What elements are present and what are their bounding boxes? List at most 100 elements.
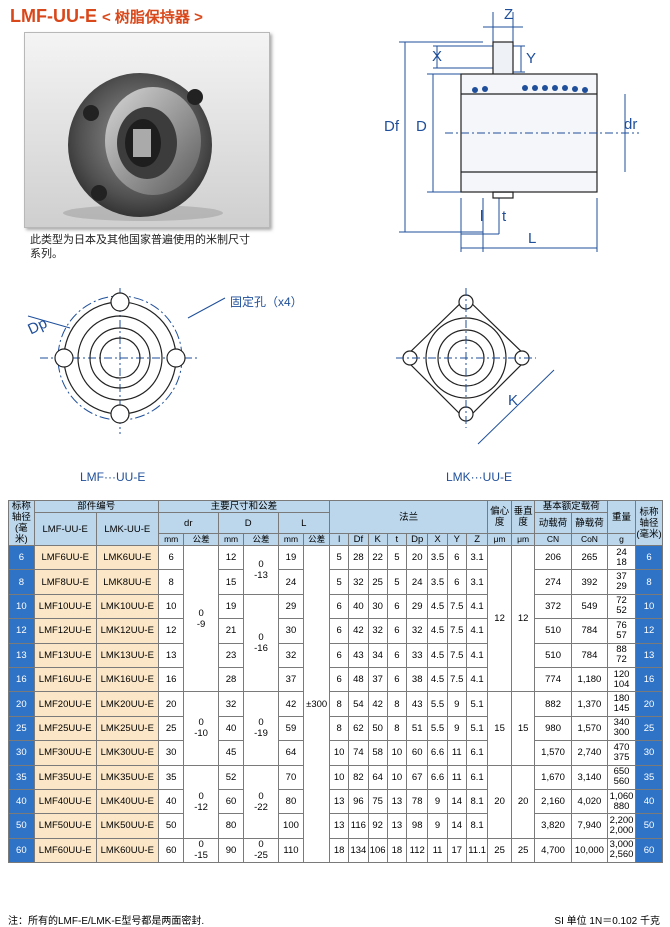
flange-l: 13 xyxy=(328,813,350,839)
D-tolerance-upper: 0 xyxy=(258,558,264,570)
flange-k: 32 xyxy=(367,618,388,644)
flange-dp: 60 xyxy=(405,740,429,766)
dr-mm: 20 xyxy=(157,691,185,717)
flange-x: 5.5 xyxy=(427,715,448,742)
flange-l: 8 xyxy=(328,691,350,717)
dr-tolerance: 0-9 xyxy=(183,544,219,693)
square-flange-drawing xyxy=(396,288,555,445)
static-load: 784 xyxy=(570,642,609,668)
product-photo xyxy=(24,32,270,228)
flange-y: 7.5 xyxy=(446,593,467,620)
section-drawing xyxy=(399,12,639,252)
perpendicularity: 20 xyxy=(510,764,536,839)
flange-t: 6 xyxy=(386,666,408,693)
flange-x: 6.6 xyxy=(427,740,448,766)
dynamic-load: 510 xyxy=(534,642,572,668)
static-load: 1,570 xyxy=(570,715,609,742)
flange-t: 13 xyxy=(386,788,408,815)
th-L-mm: mm xyxy=(277,533,305,546)
th-cn: CN xyxy=(534,533,572,546)
dim-df: Df xyxy=(384,118,399,135)
flange-df: 28 xyxy=(348,544,369,571)
flange-t: 6 xyxy=(386,593,408,620)
dim-k: K xyxy=(508,392,519,409)
flange-k: 30 xyxy=(367,593,388,620)
th-shaft-right: 标称轴径(毫米) xyxy=(634,500,664,546)
weight-lmf: 72 xyxy=(616,595,627,607)
weight-lmk: 375 xyxy=(613,751,630,763)
flange-x: 3.5 xyxy=(427,544,448,571)
flange-l: 6 xyxy=(328,593,350,620)
th-dr-tol: 公差 xyxy=(183,533,219,546)
L-mm: 42 xyxy=(277,691,305,717)
th-ecc-unit: μm xyxy=(487,533,512,546)
weight-lmk: 57 xyxy=(616,629,627,641)
lmf-part-number: LMF8UU-E xyxy=(33,569,97,595)
th-t: t xyxy=(386,533,408,546)
lmk-part-number: LMK8UU-E xyxy=(95,569,159,595)
flange-k: 75 xyxy=(367,788,388,815)
shaft-size: 50 xyxy=(8,813,35,839)
dynamic-load: 4,700 xyxy=(534,837,572,864)
D-tolerance-upper: 0 xyxy=(258,790,264,802)
footer-si-unit: SI 单位 1N＝0.102 千克 xyxy=(554,916,660,927)
weight-lmf: 470 xyxy=(613,741,630,753)
flange-dp: 29 xyxy=(405,593,429,620)
flange-dp: 67 xyxy=(405,764,429,790)
D-mm: 23 xyxy=(217,642,245,668)
weight-lmf: 180 xyxy=(613,693,630,705)
L-mm: 70 xyxy=(277,764,305,790)
flange-l: 6 xyxy=(328,618,350,644)
dr-tolerance-lower: -10 xyxy=(194,728,208,740)
flange-k: 64 xyxy=(367,764,388,790)
D-tolerance-upper: 0 xyxy=(258,839,264,851)
weight-lmk: 18 xyxy=(616,556,627,568)
weight-lmk: 104 xyxy=(613,678,630,690)
weight-lmk: 29 xyxy=(616,581,627,593)
dynamic-load: 980 xyxy=(534,715,572,742)
spec-table: 标称轴径(毫米) 部件编号 主要尺寸和公差 法兰 偏心度 垂直度 基本额定载荷 … xyxy=(8,500,664,864)
shaft-size: 8 xyxy=(8,569,35,595)
th-g: g xyxy=(607,533,636,546)
lmf-part-number: LMF25UU-E xyxy=(33,715,97,742)
weight-lmf: 650 xyxy=(613,766,630,778)
flange-l: 5 xyxy=(328,544,350,571)
D-mm: 60 xyxy=(217,788,245,815)
flange-z: 6.1 xyxy=(465,740,489,766)
dynamic-load: 372 xyxy=(534,593,572,620)
lmk-view-label: LMK···UU-E xyxy=(446,470,512,484)
lmk-part-number: LMK13UU-E xyxy=(95,642,159,668)
flange-dp: 32 xyxy=(405,618,429,644)
th-dr: dr xyxy=(157,512,219,534)
dr-tolerance: 0-10 xyxy=(183,691,219,766)
flange-l: 10 xyxy=(328,740,350,766)
D-tolerance: 0-13 xyxy=(243,545,279,595)
static-load: 10,000 xyxy=(570,837,609,864)
D-tolerance: 0-16 xyxy=(243,593,279,693)
lmk-part-number: LMK6UU-E xyxy=(95,544,159,571)
dr-mm: 35 xyxy=(157,764,185,790)
weight-lmf: 88 xyxy=(616,644,627,656)
L-mm: 110 xyxy=(277,837,305,864)
weight-lmf: 120 xyxy=(613,668,630,680)
th-stat: 静载荷 xyxy=(570,512,609,534)
flange-y: 17 xyxy=(446,837,467,864)
hole-label: 固定孔（x4） xyxy=(230,295,303,309)
shaft-size: 12 xyxy=(8,618,35,644)
dr-tolerance-lower: -9 xyxy=(196,618,206,630)
eccentricity: 15 xyxy=(487,691,512,766)
flange-l: 6 xyxy=(328,666,350,693)
flange-l: 13 xyxy=(328,788,350,815)
flange-dp: 33 xyxy=(405,642,429,668)
shaft-size-right: 50 xyxy=(634,813,664,839)
D-tolerance: 0-25 xyxy=(243,837,279,864)
flange-k: 42 xyxy=(367,691,388,717)
